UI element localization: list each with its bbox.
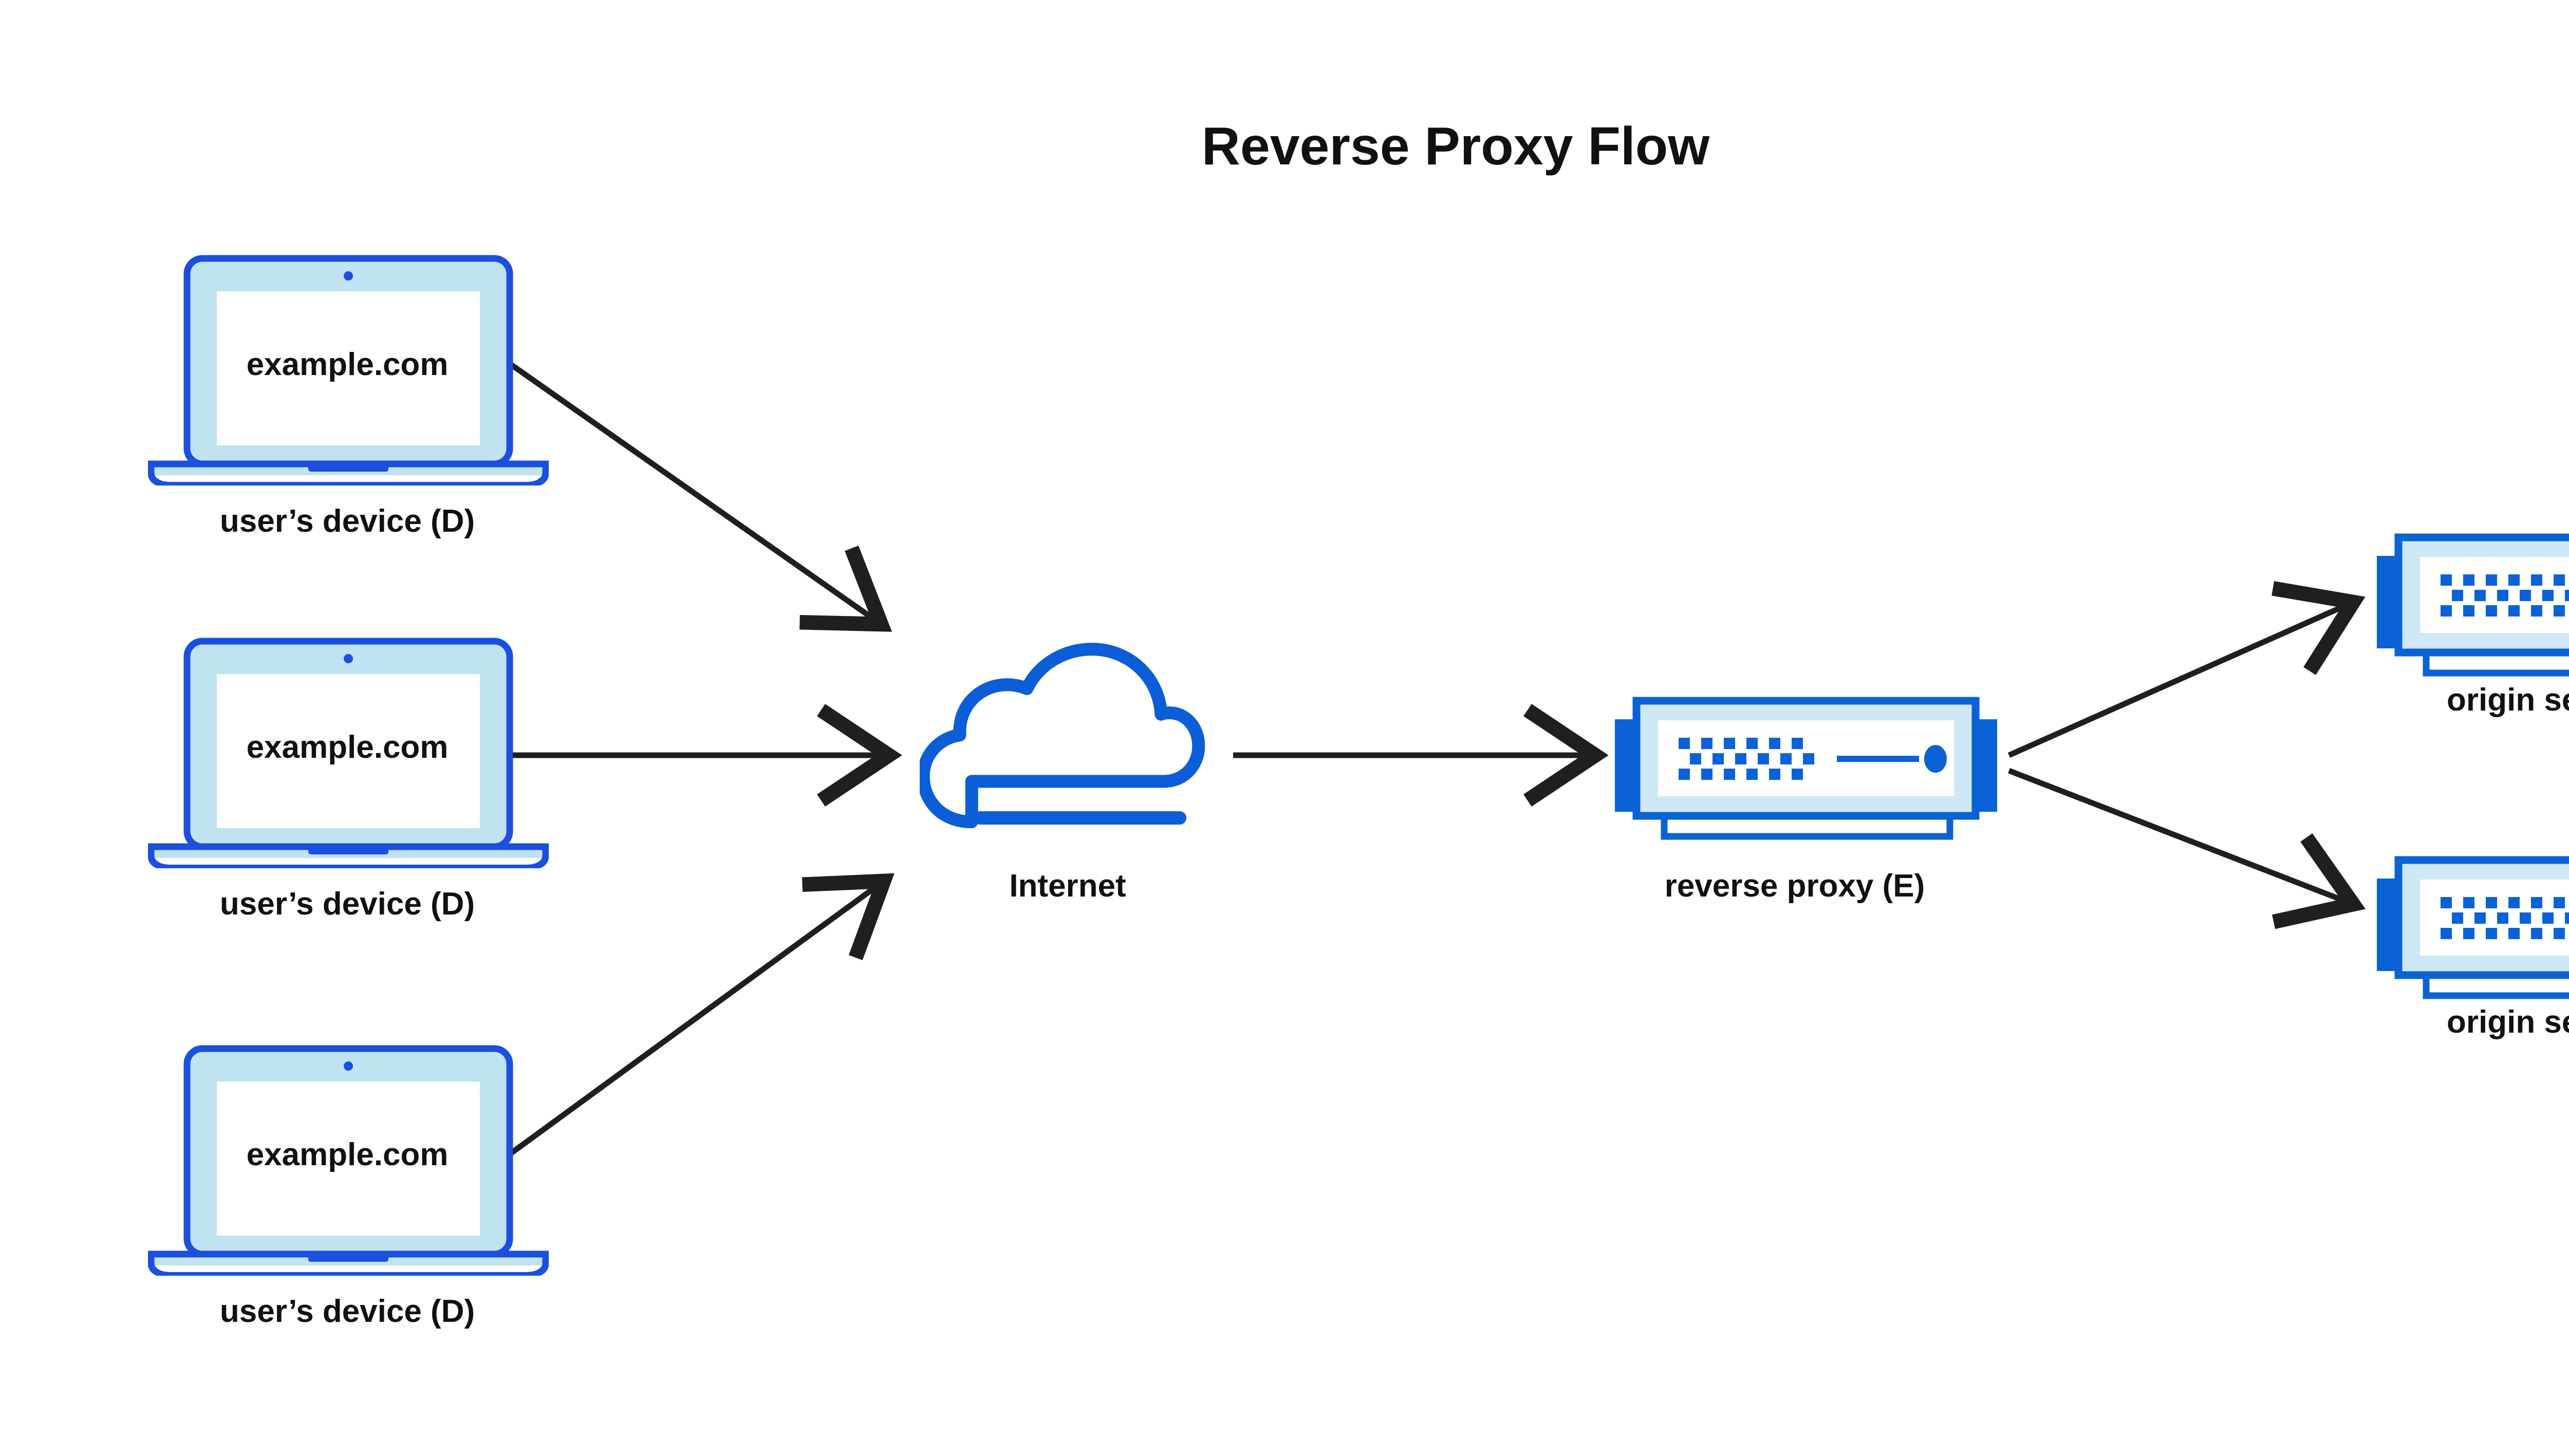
device-label: user’s device (D) — [220, 1294, 475, 1329]
origin-server-label: origin server (F) — [2447, 682, 2569, 718]
edge-proxy-origin2 — [2008, 768, 2366, 929]
node-device-1[interactable]: example.com user’s device (D) — [151, 258, 546, 539]
node-origin-server-1[interactable]: origin server (F) — [2377, 537, 2569, 718]
edge-device3-internet — [507, 873, 895, 1158]
edge-layer — [506, 360, 2366, 1158]
node-internet[interactable]: Internet — [923, 649, 1199, 904]
device-screen-text: example.com — [247, 730, 449, 765]
cloud-icon — [923, 649, 1199, 822]
server-icon — [2377, 537, 2569, 673]
node-origin-server-2[interactable]: origin server (F) — [2377, 860, 2569, 1040]
origin-server-label: origin server (F) — [2447, 1004, 2569, 1040]
node-device-2[interactable]: example.com user’s device (D) — [151, 641, 546, 922]
edge-proxy-origin1 — [2007, 581, 2366, 758]
reverse-proxy-label: reverse proxy (E) — [1665, 868, 1925, 904]
node-device-3[interactable]: example.com user’s device (D) — [151, 1049, 546, 1329]
device-screen-text: example.com — [247, 347, 449, 382]
node-reverse-proxy[interactable]: reverse proxy (E) — [1615, 701, 1997, 904]
server-icon — [1615, 701, 1997, 836]
device-label: user’s device (D) — [220, 886, 475, 922]
server-icon — [2377, 860, 2569, 996]
device-label: user’s device (D) — [220, 503, 475, 539]
page-title: Reverse Proxy Flow — [1202, 117, 1710, 176]
internet-label: Internet — [1009, 868, 1126, 904]
device-screen-text: example.com — [247, 1137, 449, 1172]
edge-device1-internet — [506, 360, 892, 632]
